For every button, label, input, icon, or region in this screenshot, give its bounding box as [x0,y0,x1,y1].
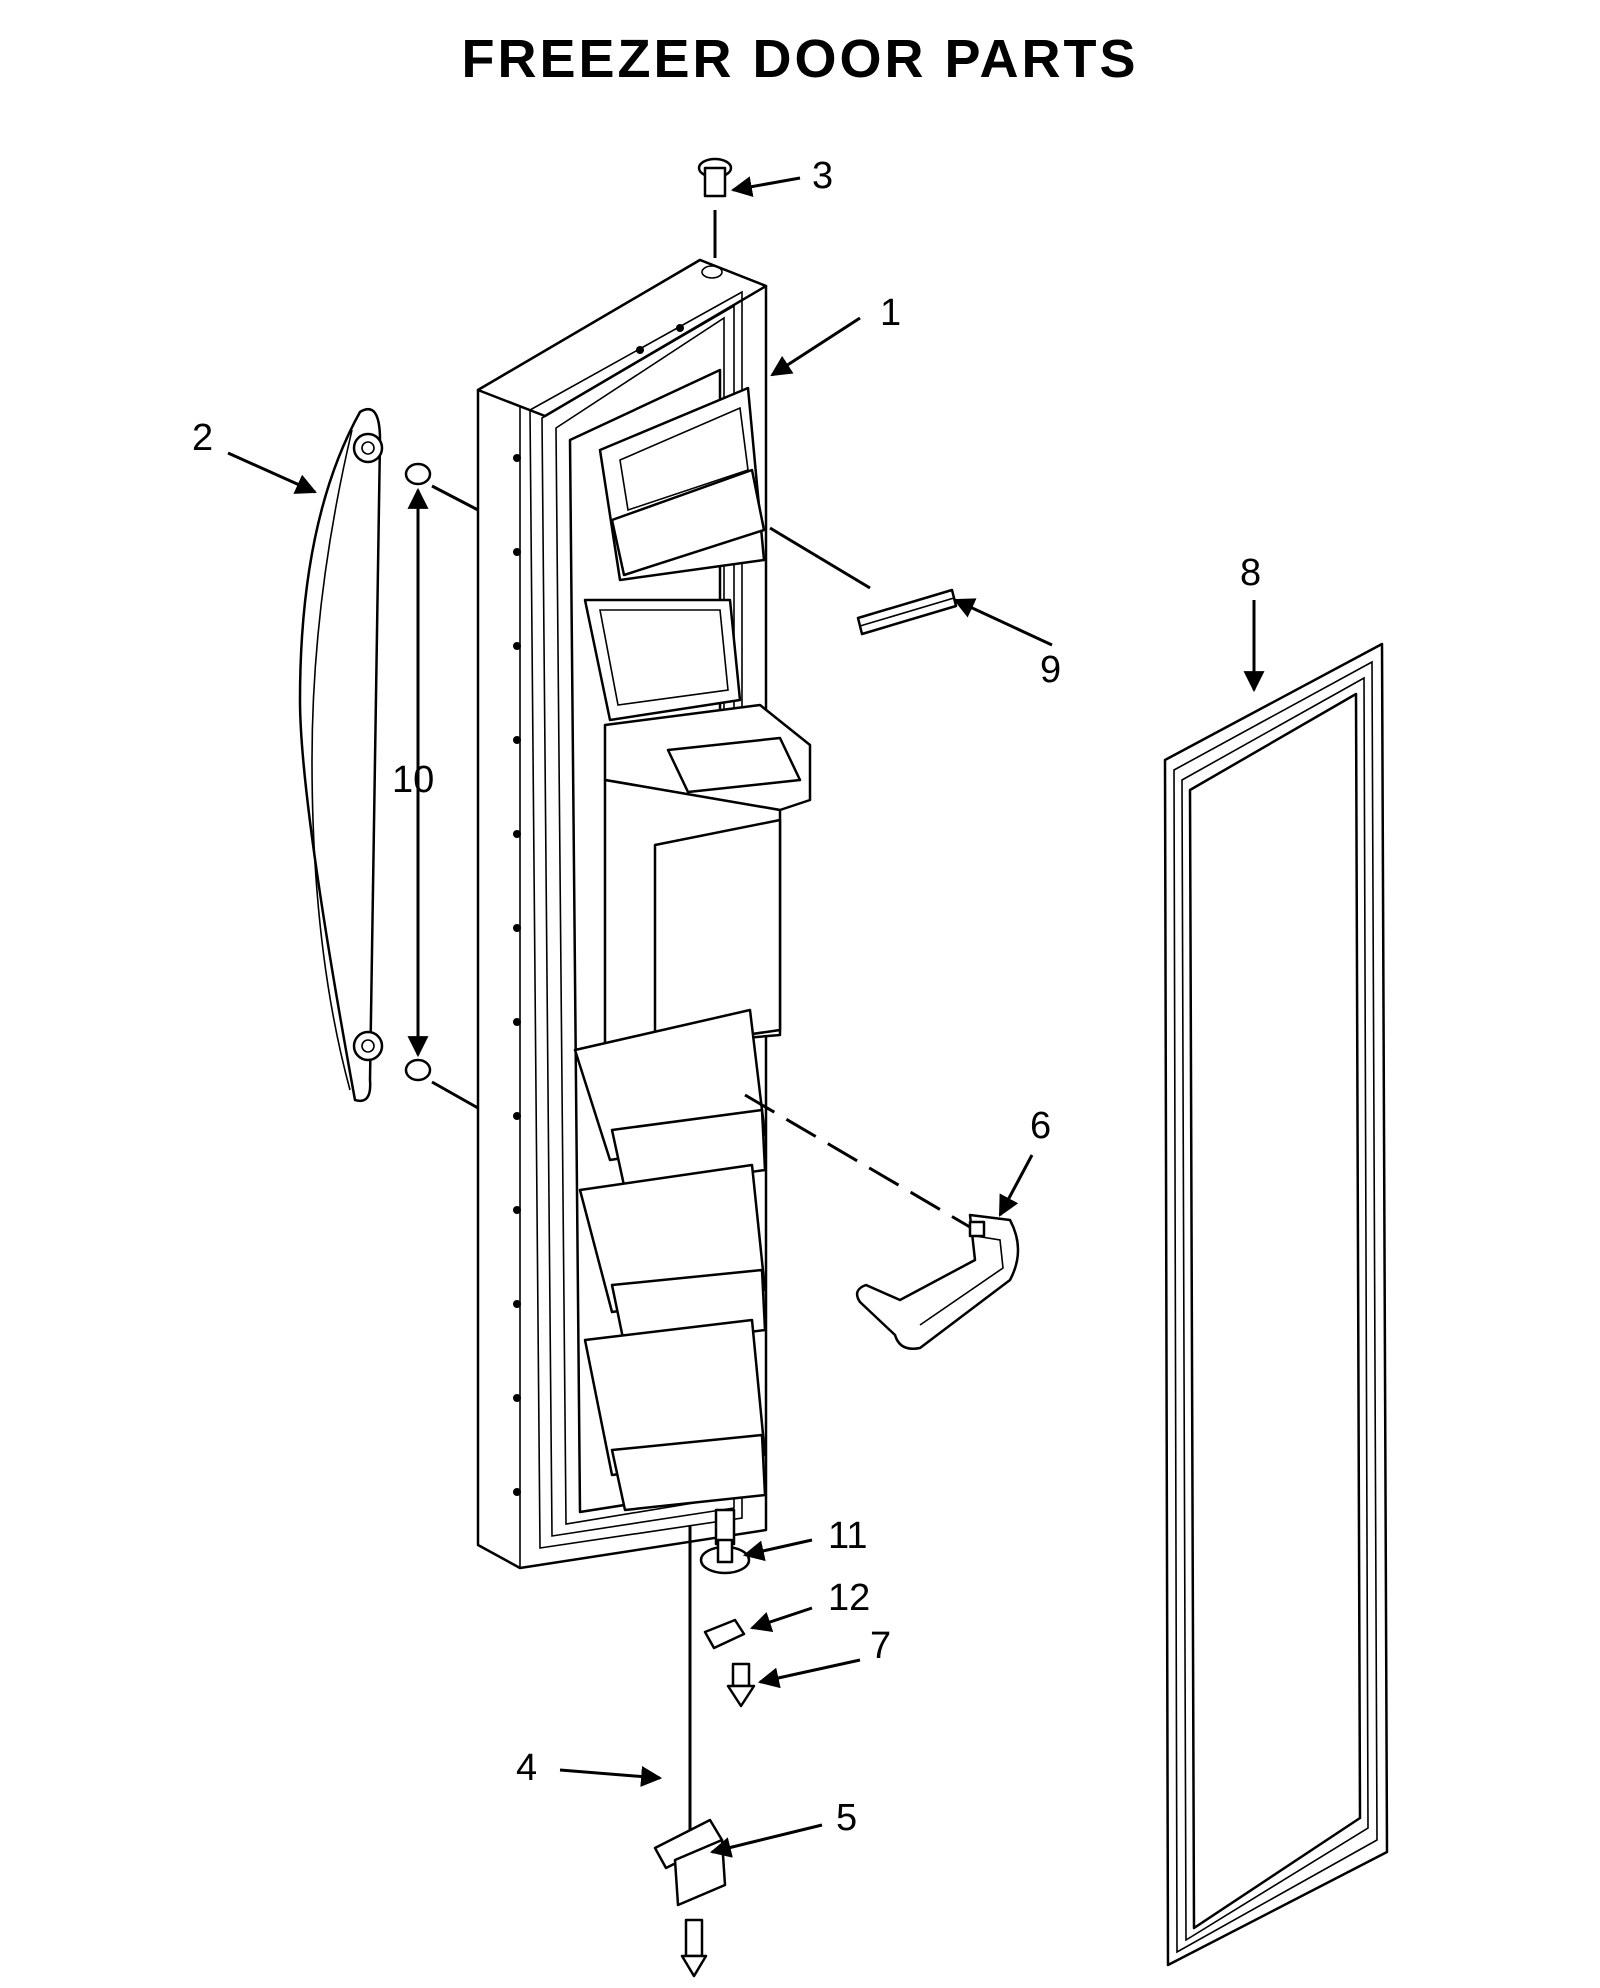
upper-door-bin [598,386,766,582]
hinge-spacer [703,1618,746,1650]
callout-3: 3 [812,155,833,197]
callout-4: 4 [516,1747,537,1789]
hinge-bracket-screw [680,1918,708,1978]
freezer-door [476,258,812,1570]
callout-6: 6 [1030,1105,1051,1147]
top-hinge-bushing [697,157,733,279]
door-gasket [1163,642,1389,1967]
second-door-bin [583,598,742,722]
door-screw-holes [513,324,684,1496]
page-title: FREEZER DOOR PARTS [461,29,1139,89]
door-shelf-bin [744,1093,1020,1350]
handle-mounting-studs [404,462,479,1110]
callout-11: 11 [828,1515,867,1557]
hinge-pin [699,1508,751,1575]
callout-5: 5 [836,1797,857,1839]
callout-2: 2 [192,417,213,459]
callout-labels: 3 1 2 8 9 10 6 11 12 7 4 5 [192,155,1261,1839]
bottom-hinge-assembly [653,1508,756,1978]
callout-1: 1 [880,292,901,334]
hinge-screw [726,1662,756,1708]
callout-12: 12 [828,1577,870,1619]
callout-9: 9 [1040,649,1061,691]
callout-8: 8 [1240,552,1261,594]
callout-leaders [227,176,1265,1858]
ice-dispenser-housing [603,703,812,1052]
door-handle [298,408,384,1103]
callout-7: 7 [870,1625,891,1667]
dispenser-trim-strip [769,526,958,636]
lower-door-bins [573,1008,767,1512]
bottom-hinge-bracket [653,1818,727,1907]
callout-10: 10 [392,759,434,801]
